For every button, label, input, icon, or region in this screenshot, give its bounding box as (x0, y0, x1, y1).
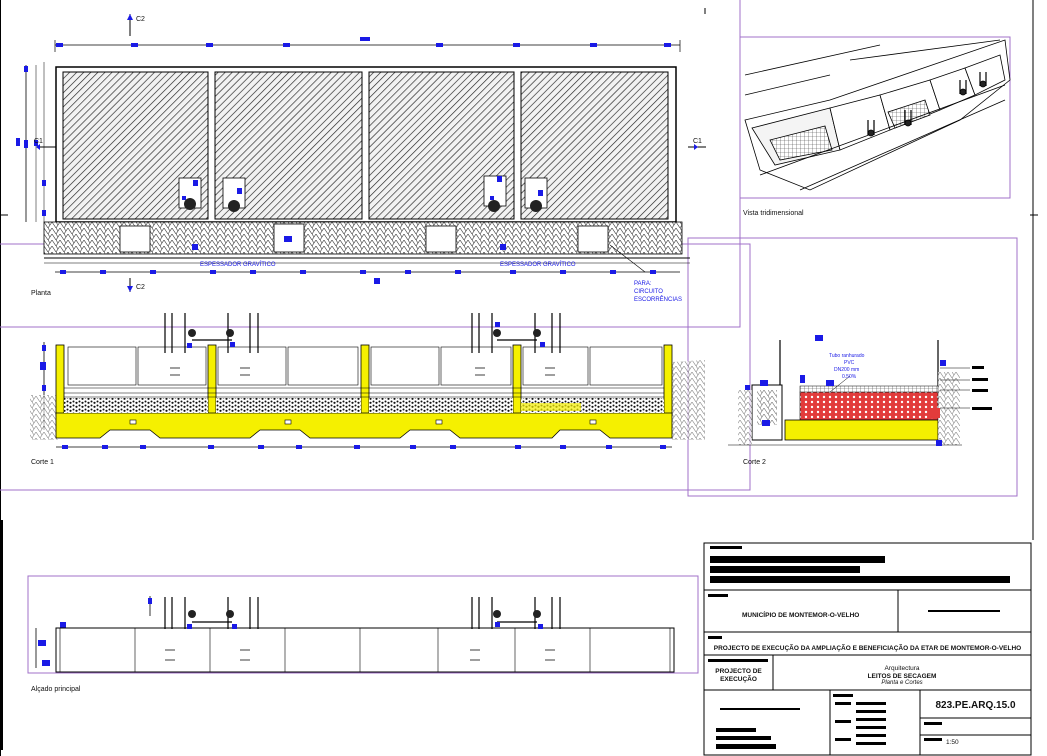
annotation-circuit-2: CIRCUITO (634, 289, 663, 295)
title-subject: LEITOS DE SECAGEM (867, 673, 937, 680)
annotation-circuit-1: PARA: (634, 281, 652, 287)
section-2 (728, 335, 992, 446)
annotation-tube-1: Tubo ranhurado (829, 353, 865, 359)
front-elevation (35, 596, 675, 673)
annotation-tube-4: 0.50% (842, 374, 857, 380)
plan-view (16, 14, 706, 292)
annotation-tube-2: PVC (844, 360, 855, 366)
view-3d (744, 39, 1011, 191)
annotation-tube-3: DN200 mm (834, 367, 860, 373)
section-marker-c2-top: C2 (136, 16, 145, 23)
title-phase-line2: EXECUÇÃO (720, 676, 757, 683)
view-label-section-2: Corte 2 (743, 459, 766, 466)
title-block-frame (703, 542, 1032, 756)
view-label-section-1: Corte 1 (31, 459, 54, 466)
section-marker-c1-right: C1 (693, 138, 702, 145)
view-label-plan: Planta (31, 290, 51, 297)
title-project: PROJECTO DE EXECUÇÃO DA AMPLIAÇÃO E BENE… (713, 645, 1022, 652)
title-phase-line1: PROJECTO DE (715, 668, 762, 675)
view-label-3d: Vista tridimensional (743, 210, 804, 217)
section-marker-c1-left: C1 (34, 138, 43, 145)
title-subject-sub: Planta e Cortes (881, 680, 923, 686)
annotation-thickener-left: ESPESSADOR GRAVÍTICO (200, 262, 276, 268)
title-specialty: Arquitectura (884, 665, 920, 672)
drawing-number: 823.PE.ARQ.15.0 (935, 700, 1016, 711)
section-1 (30, 313, 705, 449)
title-client: MUNICÍPIO DE MONTEMOR-O-VELHO (742, 612, 860, 619)
annotation-circuit-3: ESCORRÊNCIAS (634, 297, 683, 303)
view-label-elevation: Alçado principal (31, 686, 81, 693)
annotation-thickener-right: ESPESSADOR GRAVÍTICO (500, 262, 576, 268)
section-marker-c2-bottom: C2 (136, 284, 145, 291)
drawing-scale: 1:50 (946, 739, 959, 746)
